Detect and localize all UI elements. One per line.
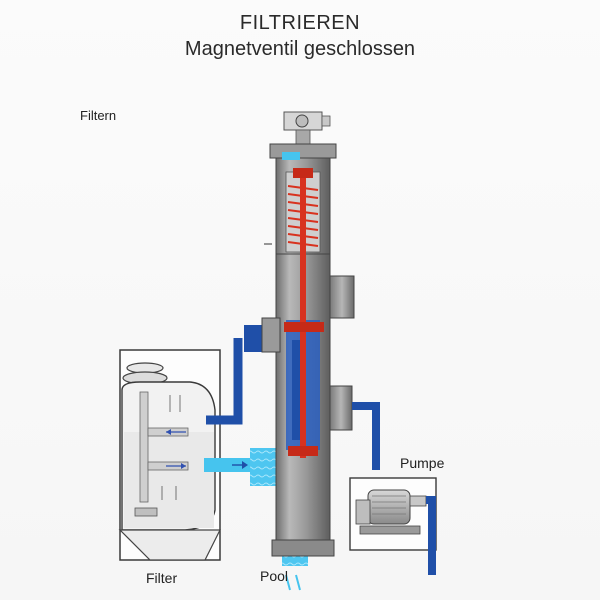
diagram-title: FILTRIEREN	[239, 12, 361, 34]
filter-tank	[118, 349, 221, 561]
valve-rod	[284, 168, 324, 458]
pump-label: Pumpe	[400, 455, 445, 471]
pump-outlet-pipe	[426, 496, 436, 575]
diagram-subtitle: Magnetventil geschlossen	[184, 38, 416, 60]
valve-spring	[287, 185, 319, 247]
pump-unit	[349, 477, 437, 551]
mode-label: Filtern	[80, 108, 117, 123]
pool-label: Pool	[260, 568, 289, 584]
pump-supply-pipe	[352, 402, 380, 470]
magnetventil-body	[261, 111, 355, 557]
filter-outlet-pipe	[204, 458, 250, 472]
filter-label: Filter	[146, 570, 178, 586]
